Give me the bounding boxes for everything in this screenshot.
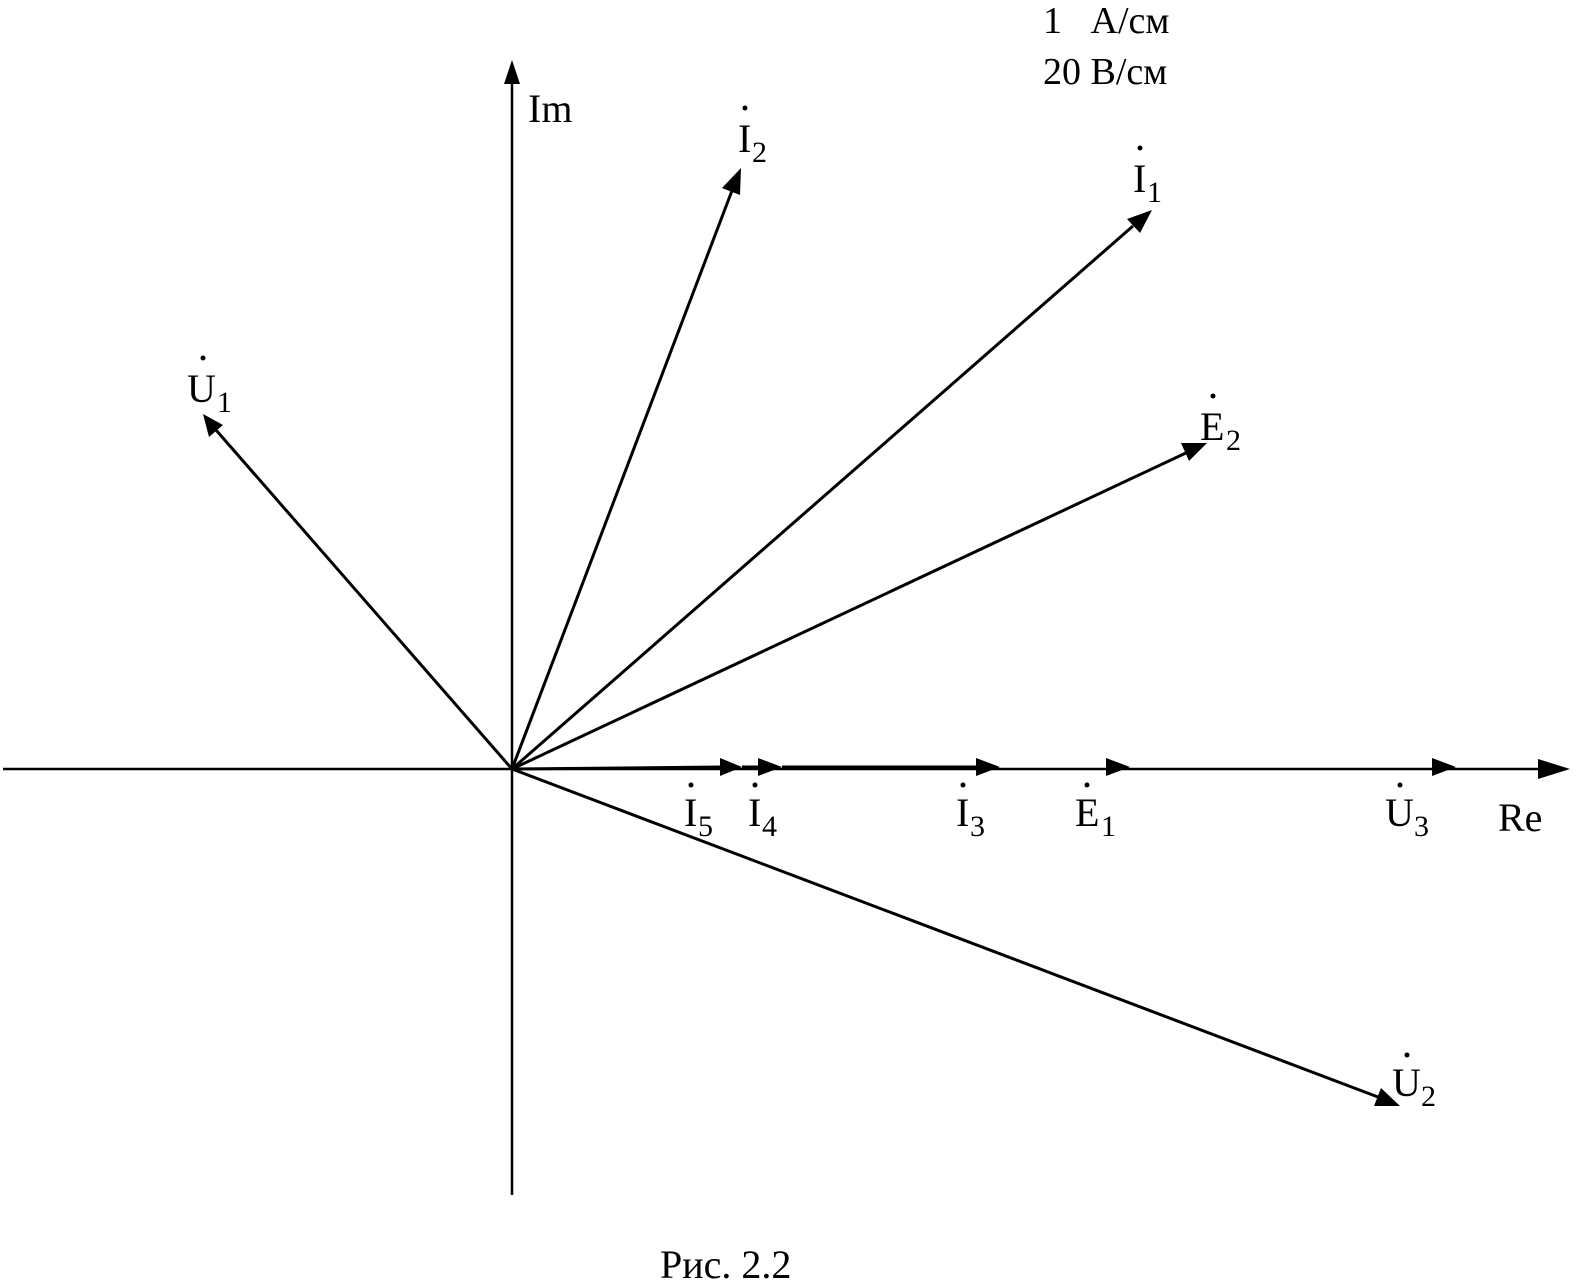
label-i5: I 5 <box>684 782 713 843</box>
vector-i3 <box>782 758 1000 776</box>
label-u3: U 3 <box>1385 782 1429 843</box>
svg-text:3: 3 <box>970 810 985 843</box>
svg-text:E: E <box>1075 790 1099 835</box>
label-e1: E 1 <box>1075 782 1116 843</box>
svg-text:U: U <box>1392 1060 1421 1105</box>
figure-caption: Рис. 2.2 <box>660 1242 791 1287</box>
svg-text:1: 1 <box>1101 810 1116 843</box>
vector-i2 <box>510 168 741 770</box>
vector-u2 <box>511 767 1400 1106</box>
im-axis-arrowhead <box>504 60 520 84</box>
svg-text:2: 2 <box>1226 424 1241 457</box>
svg-text:U: U <box>187 366 216 411</box>
label-u1: U 1 <box>187 355 232 419</box>
svg-text:I: I <box>1133 156 1146 201</box>
label-u2: U 2 <box>1392 1052 1436 1113</box>
label-i4: I 4 <box>748 782 777 843</box>
svg-text:4: 4 <box>762 810 777 843</box>
svg-text:I: I <box>738 116 751 161</box>
vector-e2 <box>511 443 1207 771</box>
vector-i5 <box>511 758 742 776</box>
vector-i1 <box>511 210 1152 771</box>
scale-voltage: 20 В/см <box>1043 51 1167 93</box>
svg-text:I: I <box>748 790 761 835</box>
label-i2: I 2 <box>738 105 767 169</box>
svg-text:3: 3 <box>1414 810 1429 843</box>
svg-text:I: I <box>684 790 697 835</box>
re-axis-label: Re <box>1498 795 1542 840</box>
svg-text:1: 1 <box>1147 176 1162 209</box>
svg-text:2: 2 <box>752 136 767 169</box>
label-i1: I 1 <box>1133 145 1162 209</box>
svg-text:2: 2 <box>1421 1080 1436 1113</box>
svg-text:5: 5 <box>698 810 713 843</box>
label-i3: I 3 <box>956 782 985 843</box>
label-e2: E 2 <box>1200 393 1241 457</box>
svg-text:I: I <box>956 790 969 835</box>
svg-text:U: U <box>1385 790 1414 835</box>
vector-i4 <box>742 758 782 776</box>
vector-u3 <box>1432 758 1456 776</box>
svg-text:1: 1 <box>217 386 232 419</box>
svg-text:E: E <box>1200 404 1224 449</box>
vector-e1 <box>1106 758 1130 776</box>
im-axis-label: Im <box>528 86 572 131</box>
re-axis-arrowhead <box>1538 759 1570 779</box>
vector-u1 <box>203 414 514 770</box>
scale-current: 1 А/см <box>1043 0 1169 42</box>
